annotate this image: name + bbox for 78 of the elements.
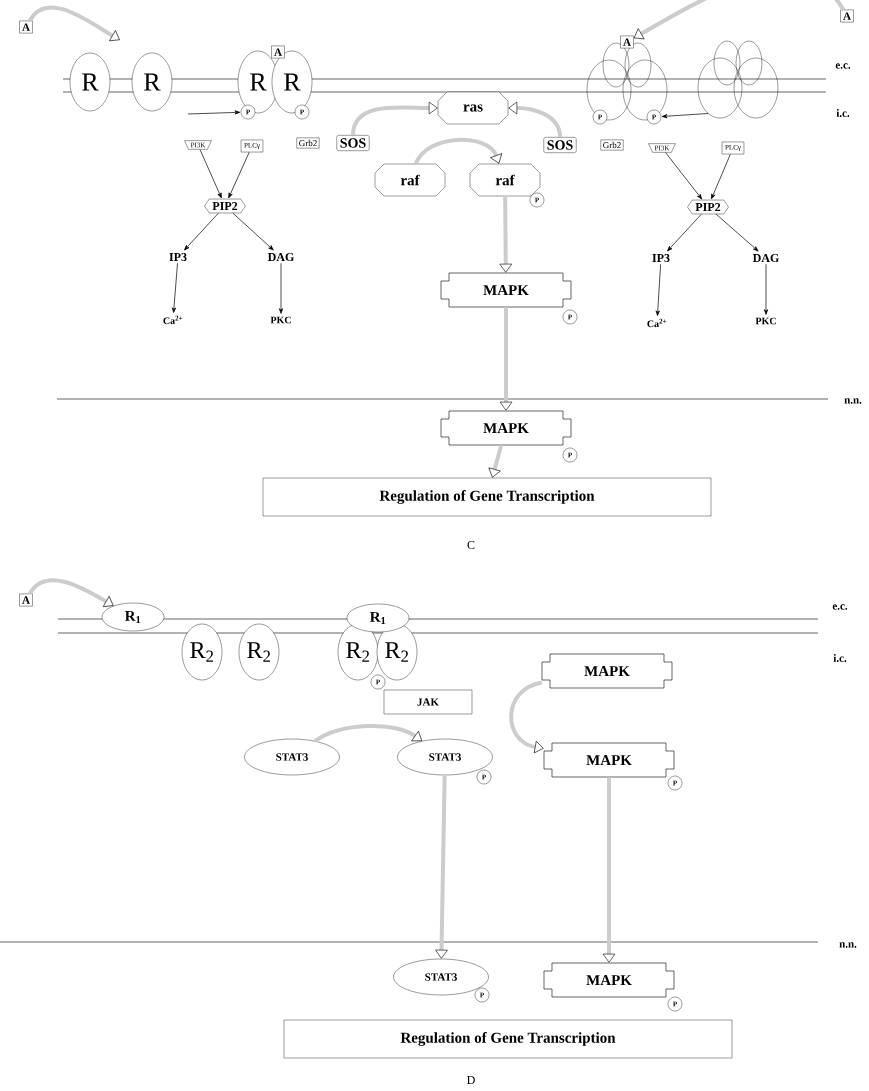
kinase-box: MAPK: [541, 653, 673, 689]
arrow: [278, 262, 284, 314]
panel-label: C: [467, 540, 475, 550]
curved-arrow: [28, 5, 120, 42]
receptor-oval: R$_{1}$: [346, 603, 410, 633]
ligand-box: A: [271, 45, 285, 59]
kinase-box: MAPK: [440, 410, 572, 446]
arrow: [655, 263, 661, 316]
lipid-hexagon: PIP2: [687, 199, 729, 215]
arrow: [667, 213, 702, 252]
kinase-box: MAPK: [543, 742, 675, 778]
molecule-label: IP3: [652, 253, 670, 263]
arrow: [763, 263, 769, 315]
receptor-oval: [586, 59, 632, 121]
curved-arrow: [508, 101, 562, 138]
transcription-box: Regulation of Gene Transcription: [283, 1019, 733, 1059]
compartment-label: i.c.: [836, 109, 850, 117]
protein-box: Grb2: [600, 139, 624, 151]
transcription-box: Regulation of Gene Transcription: [262, 477, 712, 517]
curved-arrow: [313, 724, 423, 743]
molecule-label: DAG: [267, 252, 294, 262]
molecule-label: DAG: [752, 253, 779, 263]
compartment-label: n.n.: [844, 398, 862, 404]
curved-arrow: [414, 137, 503, 165]
protein-box: SOS: [336, 135, 370, 151]
curved-arrow: [633, 0, 845, 40]
receptor-oval: R: [69, 52, 111, 112]
panel-label: D: [467, 1076, 475, 1084]
ligand-box: A: [840, 9, 854, 23]
protein-oval: STAT3: [244, 738, 340, 776]
arrow: [661, 113, 709, 119]
arrow: [715, 213, 759, 252]
lipid-hexagon: PIP2: [204, 198, 246, 214]
arrow: [171, 262, 178, 313]
protein-octagon: ras: [437, 91, 509, 125]
block-arrow: [499, 196, 513, 273]
receptor-oval: [733, 57, 779, 119]
block-arrow: [602, 777, 616, 963]
molecule-label: Ca$^{2+}$: [647, 318, 667, 328]
compartment-label: i.c.: [833, 654, 847, 662]
curved-arrow: [351, 101, 438, 136]
protein-box: JAK: [383, 689, 473, 715]
arrow: [228, 151, 250, 199]
block-arrow: [435, 775, 448, 959]
ligand-box: A: [19, 20, 33, 34]
receptor-oval: R$_{1}$: [101, 602, 165, 632]
block-arrow: [488, 444, 504, 478]
protein-octagon: raf: [469, 163, 541, 197]
protein-octagon: raf: [374, 163, 446, 197]
molecule-label: Ca$^{2+}$: [163, 315, 183, 325]
arrow: [711, 153, 731, 200]
compartment-label: e.c.: [835, 63, 851, 69]
arrow: [187, 110, 241, 115]
receptor-oval: [697, 57, 743, 119]
receptor-oval: R$_{2}$: [238, 623, 280, 681]
curved-arrow: [509, 680, 544, 754]
arrow: [199, 149, 222, 199]
ligand-box: A: [19, 593, 33, 607]
arrow: [232, 212, 274, 251]
molecule-label: PKC: [755, 317, 776, 325]
arrow: [184, 212, 219, 251]
compartment-label: e.c.: [832, 604, 848, 610]
receptor-oval: R: [131, 52, 173, 112]
kinase-box: MAPK: [440, 272, 572, 308]
receptor-oval: [622, 59, 668, 121]
receptor-oval: [713, 40, 741, 86]
arrow: [665, 152, 703, 200]
curved-arrow: [28, 578, 114, 607]
block-arrow: [499, 307, 513, 411]
molecule-label: IP3: [169, 252, 187, 262]
protein-box: SOS: [543, 137, 577, 153]
compartment-label: n.n.: [839, 942, 857, 948]
protein-box: Grb2: [296, 137, 320, 149]
receptor-oval: [735, 40, 763, 86]
kinase-box: MAPK: [543, 962, 675, 998]
molecule-label: PKC: [270, 316, 291, 324]
ligand-box: A: [620, 35, 634, 49]
receptor-oval: R$_{2}$: [181, 623, 223, 681]
